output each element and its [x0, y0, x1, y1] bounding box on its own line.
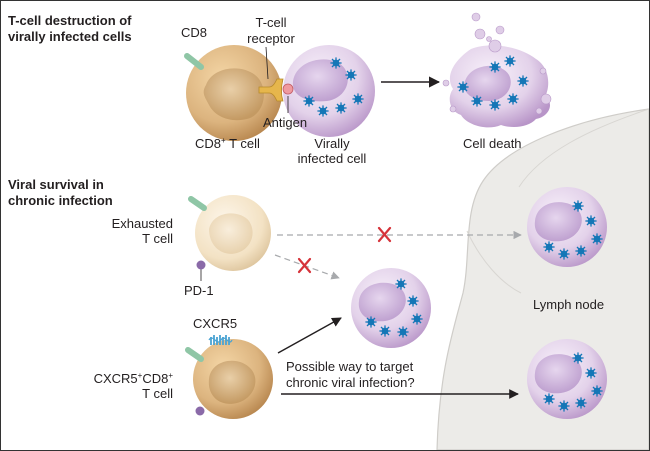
cxcr5-label: CXCR5	[193, 316, 238, 331]
cell-death-label: Cell death	[463, 136, 522, 151]
cd8-t-cell	[186, 45, 282, 141]
lymph-node-infected-cell-upper	[527, 187, 607, 267]
pd1-marker-icon	[195, 406, 205, 416]
pd1-marker-icon	[196, 260, 206, 281]
possible-target-label-line2: chronic viral infection?	[286, 375, 415, 390]
pd1-label: PD-1	[184, 283, 214, 298]
cd8-receptor-icon	[184, 53, 204, 70]
tcr-leader-line	[265, 46, 269, 80]
tcr-label-line1: T-cell	[255, 15, 287, 30]
inhibition-cross-icon	[377, 226, 392, 243]
antigen-label: Antigen	[263, 115, 308, 130]
cd8-receptor-icon	[188, 196, 207, 211]
cell-debris-icon	[442, 12, 552, 115]
cd8-t-cell-label: CD8+ T cell	[195, 136, 260, 151]
tcr-label-line2: receptor	[247, 31, 295, 46]
cxcr5-cd8-t-cell	[193, 339, 273, 419]
t-cell-receptor-icon	[258, 78, 284, 102]
infected-cell-target	[351, 268, 431, 348]
cxcr5-cd8-t-cell-label-line2: T cell	[142, 386, 173, 401]
section1-heading-line2: virally infected cells	[8, 29, 132, 44]
cxcr5-receptor-icon	[208, 335, 233, 345]
virally-infected-label-line1: Virally	[314, 136, 350, 151]
lymph-node-label: Lymph node	[533, 297, 605, 312]
arrow-to-infected-cell	[277, 317, 342, 354]
virally-infected-label-line2: infected cell	[297, 151, 367, 166]
possible-target-label-line1: Possible way to target	[286, 359, 414, 374]
exhausted-label-line1: Exhausted	[111, 216, 173, 231]
exhausted-t-cell	[195, 195, 271, 271]
section1-heading-line1: T-cell destruction of	[8, 13, 132, 28]
antigen-icon	[282, 83, 294, 113]
cxcr5-cd8-t-cell-label-line1: CXCR5+CD8+	[93, 371, 173, 386]
cd8-receptor-icon	[185, 347, 204, 362]
inhibition-cross-icon	[297, 257, 312, 274]
section2-heading-line2: chronic infection	[8, 193, 113, 208]
blocked-arrow-to-infected-cell	[274, 254, 340, 280]
cd8-label: CD8	[181, 25, 208, 40]
exhausted-label-line2: T cell	[142, 231, 173, 246]
virally-infected-cell	[283, 45, 375, 137]
dying-cell	[449, 45, 551, 128]
lymph-node-infected-cell-lower	[527, 339, 607, 419]
section2-heading-line1: Viral survival in	[8, 177, 104, 192]
